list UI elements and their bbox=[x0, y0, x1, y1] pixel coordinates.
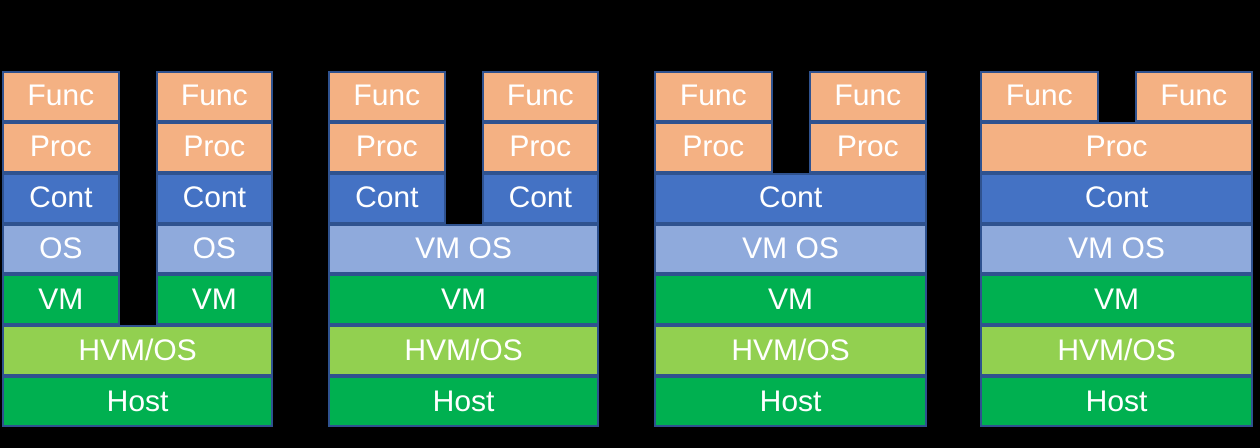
box-hvm-os: HVM/OS bbox=[654, 325, 927, 377]
isolation-stack-group-4: Func Func Proc Cont VM OS VM HVM/OS Host bbox=[980, 71, 1253, 428]
box-cont: Cont bbox=[980, 172, 1253, 224]
layer-row-func: Func Func bbox=[654, 71, 927, 122]
layer-row-vm-os: VM OS bbox=[328, 223, 599, 275]
box-cont: Cont bbox=[155, 172, 273, 224]
isolation-stack-group-1: Func Func Proc Proc Cont Cont OS OS VM V… bbox=[2, 71, 273, 428]
layer-row-cont: Cont Cont bbox=[328, 172, 599, 224]
layer-row-os: OS OS bbox=[2, 223, 273, 275]
layer-row-proc: Proc Proc bbox=[654, 121, 927, 173]
box-proc: Proc bbox=[155, 121, 273, 173]
box-hvm-os: HVM/OS bbox=[2, 325, 273, 377]
box-func: Func bbox=[328, 71, 446, 122]
layer-row-host: Host bbox=[328, 376, 599, 428]
box-vm-os: VM OS bbox=[980, 223, 1253, 275]
box-vm: VM bbox=[2, 274, 120, 326]
layer-row-proc: Proc bbox=[980, 121, 1253, 173]
box-func: Func bbox=[808, 71, 927, 122]
layer-row-host: Host bbox=[2, 376, 273, 428]
box-proc: Proc bbox=[481, 121, 599, 173]
layer-row-hvm-os: HVM/OS bbox=[328, 325, 599, 377]
box-cont: Cont bbox=[481, 172, 599, 224]
box-func: Func bbox=[654, 71, 773, 122]
layer-row-proc: Proc Proc bbox=[328, 121, 599, 173]
box-vm: VM bbox=[328, 274, 599, 326]
layer-row-hvm-os: HVM/OS bbox=[654, 325, 927, 377]
layer-row-host: Host bbox=[980, 376, 1253, 428]
box-func: Func bbox=[481, 71, 599, 122]
layer-row-vm: VM VM bbox=[2, 274, 273, 326]
box-host: Host bbox=[328, 376, 599, 428]
box-proc: Proc bbox=[808, 121, 927, 173]
box-host: Host bbox=[2, 376, 273, 428]
layer-row-cont: Cont bbox=[980, 172, 1253, 224]
box-func: Func bbox=[1134, 71, 1253, 122]
box-vm-os: VM OS bbox=[328, 223, 599, 275]
layer-row-vm: VM bbox=[980, 274, 1253, 326]
layer-row-vm-os: VM OS bbox=[980, 223, 1253, 275]
box-proc: Proc bbox=[980, 121, 1253, 173]
box-vm: VM bbox=[155, 274, 273, 326]
layer-row-hvm-os: HVM/OS bbox=[980, 325, 1253, 377]
box-os: OS bbox=[155, 223, 273, 275]
layer-row-cont: Cont Cont bbox=[2, 172, 273, 224]
layer-row-vm: VM bbox=[654, 274, 927, 326]
layer-row-proc: Proc Proc bbox=[2, 121, 273, 173]
box-func: Func bbox=[980, 71, 1099, 122]
box-cont: Cont bbox=[328, 172, 446, 224]
box-func: Func bbox=[155, 71, 273, 122]
box-cont: Cont bbox=[654, 172, 927, 224]
box-func: Func bbox=[2, 71, 120, 122]
box-hvm-os: HVM/OS bbox=[328, 325, 599, 377]
layer-row-vm: VM bbox=[328, 274, 599, 326]
box-os: OS bbox=[2, 223, 120, 275]
layer-row-func: Func Func bbox=[980, 71, 1253, 122]
box-hvm-os: HVM/OS bbox=[980, 325, 1253, 377]
box-vm: VM bbox=[654, 274, 927, 326]
layer-row-hvm-os: HVM/OS bbox=[2, 325, 273, 377]
layer-row-host: Host bbox=[654, 376, 927, 428]
box-host: Host bbox=[980, 376, 1253, 428]
layer-row-func: Func Func bbox=[2, 71, 273, 122]
box-vm: VM bbox=[980, 274, 1253, 326]
isolation-stack-group-2: Func Func Proc Proc Cont Cont VM OS VM H… bbox=[328, 71, 599, 428]
box-proc: Proc bbox=[654, 121, 773, 173]
box-vm-os: VM OS bbox=[654, 223, 927, 275]
box-cont: Cont bbox=[2, 172, 120, 224]
box-host: Host bbox=[654, 376, 927, 428]
box-proc: Proc bbox=[328, 121, 446, 173]
layer-row-vm-os: VM OS bbox=[654, 223, 927, 275]
layer-row-func: Func Func bbox=[328, 71, 599, 122]
box-proc: Proc bbox=[2, 121, 120, 173]
layer-row-cont: Cont bbox=[654, 172, 927, 224]
isolation-stack-group-3: Func Func Proc Proc Cont VM OS VM HVM/OS… bbox=[654, 71, 927, 428]
